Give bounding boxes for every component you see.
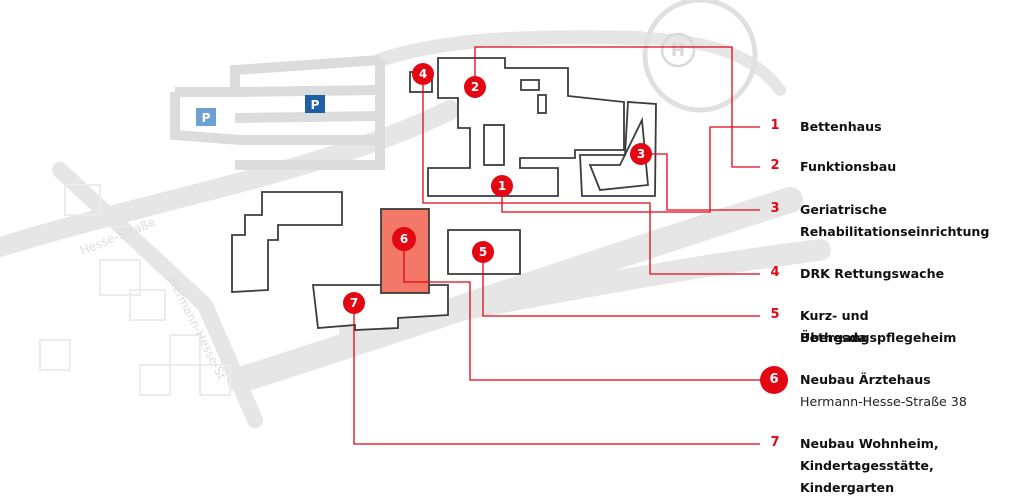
marker-7[interactable]: 7 — [343, 292, 365, 314]
legend-number-5: 5 — [770, 307, 780, 322]
legend-number-4: 4 — [770, 265, 780, 280]
legend-number-1: 1 — [770, 118, 780, 133]
marker-3[interactable]: 3 — [630, 143, 652, 165]
leader-line-3 — [641, 153, 760, 211]
leader-line-6 — [403, 239, 760, 381]
leader-line-2 — [474, 46, 760, 168]
helipad: H — [642, 0, 758, 113]
marker-2-number: 2 — [471, 80, 479, 94]
legend-label-5-line-2: Bethesda — [800, 330, 867, 345]
parking-letter: P — [311, 98, 320, 112]
background-buildings — [39, 184, 231, 396]
leader-line-5 — [482, 252, 760, 317]
legend-label-3-line-1: Geriatrische — [800, 202, 887, 217]
parking-sign-dark: P — [305, 95, 325, 113]
building-inner-2 — [520, 79, 540, 91]
leader-line-4 — [422, 74, 760, 275]
marker-4[interactable]: 4 — [412, 63, 434, 85]
marker-7-number: 7 — [350, 296, 358, 310]
marker-5[interactable]: 5 — [472, 241, 494, 263]
marker-1-number: 1 — [498, 179, 506, 193]
legend-label-2: Funktionsbau — [800, 159, 897, 174]
legend-address-6: Hermann-Hesse-Straße 38 — [800, 394, 967, 409]
roads — [0, 30, 831, 428]
legend-label-4: DRK Rettungswache — [800, 266, 945, 281]
legend-number-7: 7 — [770, 435, 780, 450]
leader-lines — [353, 46, 760, 445]
marker-6-number: 6 — [400, 232, 408, 246]
building-west — [231, 191, 343, 293]
marker-3-number: 3 — [637, 147, 645, 161]
map-markers: 1 2 3 4 5 6 7 — [343, 63, 652, 314]
marker-2[interactable]: 2 — [464, 76, 486, 98]
helipad-letter: H — [671, 41, 685, 61]
parking-sign-light: P — [196, 108, 216, 126]
marker-5-number: 5 — [479, 245, 487, 259]
building-inner-3 — [537, 94, 547, 114]
building-6-highlighted — [380, 208, 430, 294]
legend-label-3-line-2: Rehabilitationseinrichtung — [800, 224, 990, 239]
site-map: H Hesse-Straße Hermann-Hesse-St P P — [0, 0, 831, 445]
marker-4-number: 4 — [419, 67, 427, 81]
parking-area — [170, 55, 385, 170]
legend-number-2: 2 — [770, 158, 780, 173]
leader-line-7 — [353, 303, 760, 445]
building-inner-1 — [483, 124, 505, 166]
legend-number-3: 3 — [770, 201, 780, 216]
marker-1[interactable]: 1 — [491, 175, 513, 197]
legend-label-6: Neubau Ärztehaus — [800, 372, 931, 387]
parking-letter: P — [202, 111, 211, 125]
legend-label-7-line-2: Kindertagesstätte, Kindergarten — [800, 458, 934, 495]
legend-label-5-line-1: Kurz- und Übergangspflegeheim — [800, 308, 957, 345]
marker-6[interactable]: 6 — [392, 227, 416, 251]
legend-label-1: Bettenhaus — [800, 119, 882, 134]
legend-label-7-line-1: Neubau Wohnheim, — [800, 436, 939, 451]
legend-number-6-badge: 6 — [760, 366, 788, 394]
